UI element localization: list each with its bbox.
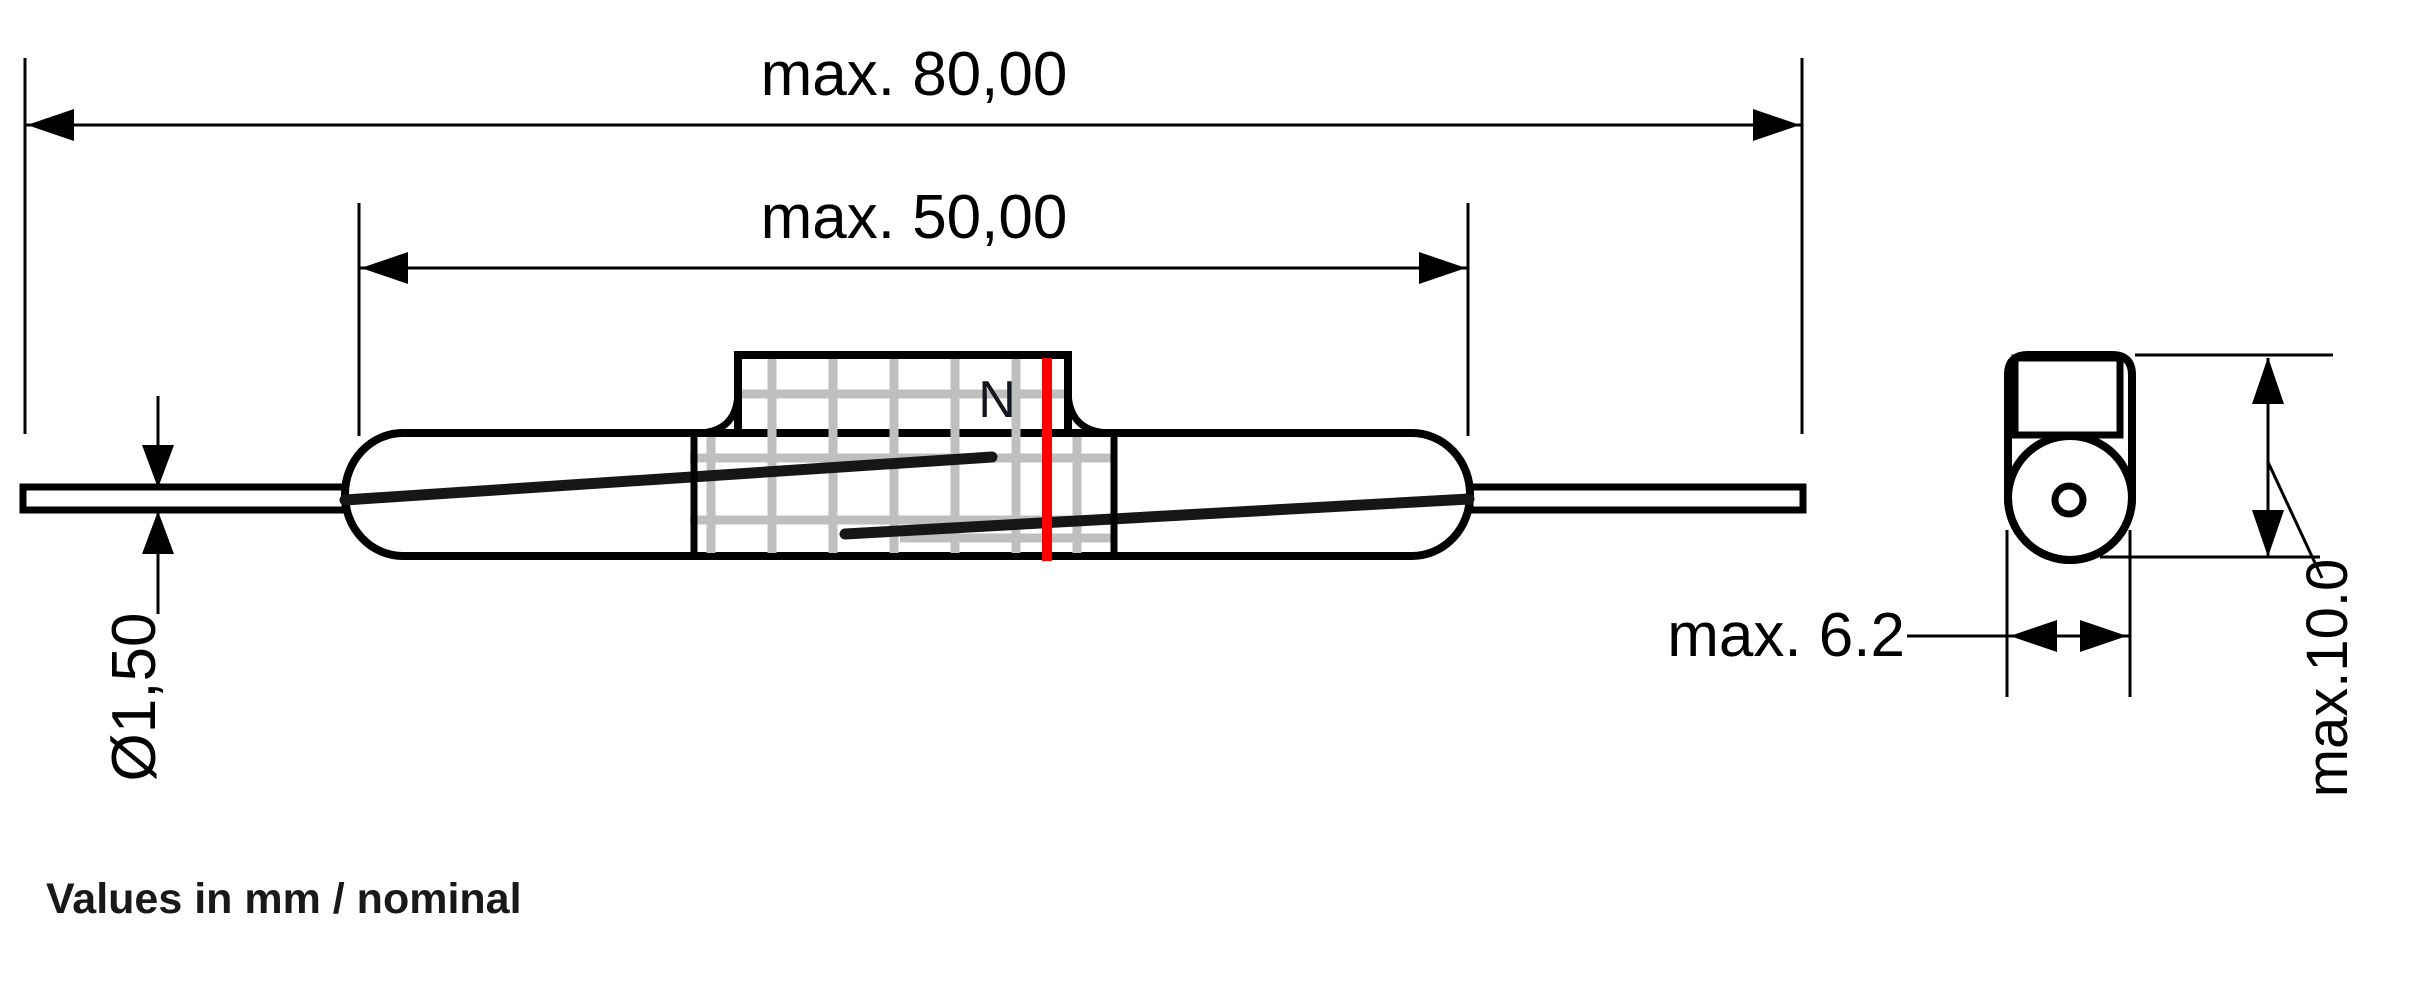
dim-body-height-label: max.10.0 bbox=[2295, 559, 2360, 798]
dim-lead-diameter-label: Ø1,50 bbox=[100, 613, 169, 782]
lead-wire-right bbox=[1466, 483, 1807, 514]
lead-wire-left bbox=[19, 483, 349, 514]
reed-blade-left bbox=[339, 451, 998, 506]
polarity-label: N bbox=[978, 371, 1016, 429]
dim-overall-length-label: max. 80,00 bbox=[761, 40, 1068, 109]
dim-body-width-label: max. 6.2 bbox=[1667, 601, 1905, 670]
arrowhead-up-icon bbox=[2252, 357, 2284, 404]
reed-sensor-main-view: N bbox=[19, 351, 1807, 561]
arrowhead-left-icon bbox=[361, 252, 408, 284]
bobbin-top-face bbox=[2011, 354, 2124, 439]
capsule-cross-section bbox=[2051, 482, 2087, 518]
dim-glass-length-label: max. 50,00 bbox=[761, 183, 1068, 252]
reed-blade-right bbox=[839, 493, 1475, 540]
bobbin-flare-right bbox=[1064, 389, 1109, 437]
arrowhead-right-icon bbox=[1753, 109, 1800, 141]
arrowhead-right-icon bbox=[2080, 620, 2127, 652]
dim-glass-length: max. 50,00 bbox=[357, 183, 1470, 436]
reed-sensor-end-view bbox=[2004, 351, 2136, 564]
dim-body-width: max. 6.2 bbox=[1667, 530, 2132, 697]
arrowhead-up-icon bbox=[142, 511, 174, 554]
units-note: Values in mm / nominal bbox=[46, 875, 522, 923]
arrowhead-down-icon bbox=[142, 445, 174, 488]
dim-lead-diameter: Ø1,50 bbox=[100, 396, 174, 781]
arrowhead-right-icon bbox=[1419, 252, 1466, 284]
bobbin-flare-left bbox=[699, 389, 742, 437]
arrowhead-down-icon bbox=[2252, 510, 2284, 557]
arrowhead-left-icon bbox=[2010, 620, 2057, 652]
dim-overall-length: max. 80,00 bbox=[23, 40, 1804, 434]
leader-line bbox=[2266, 461, 2324, 579]
dim-body-height: max.10.0 bbox=[2100, 353, 2360, 798]
arrowhead-left-icon bbox=[27, 109, 74, 141]
